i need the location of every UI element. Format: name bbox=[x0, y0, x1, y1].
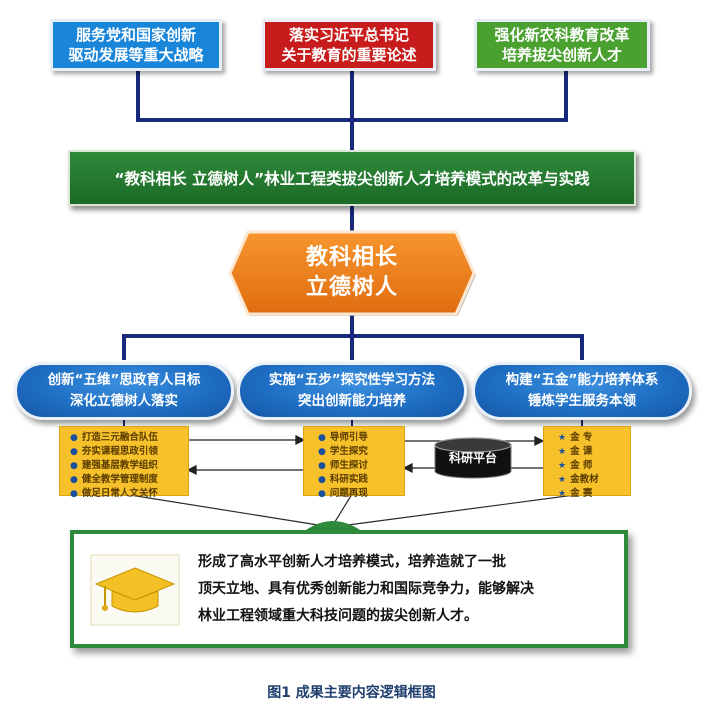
top-box-new-agriculture: 强化新农科教育改革培养拔尖创新人才 bbox=[474, 19, 650, 71]
pillar-five-dimension: 创新“五维”思政育人目标 深化立德树人落实 bbox=[14, 362, 234, 420]
star-icon: ★ bbox=[558, 447, 567, 457]
bullet-dot-icon: ● bbox=[70, 475, 78, 485]
top-box-xi-thought: 落实习近平总书记关于教育的重要论述 bbox=[262, 19, 436, 71]
pillar-five-gold-line2: 锤炼学生服务本领 bbox=[528, 393, 636, 409]
top-box-xi-thought-line2: 关于教育的重要论述 bbox=[281, 46, 417, 64]
list-item: ●夯实课程思政引领 bbox=[70, 446, 158, 457]
core-hexagon bbox=[228, 230, 476, 316]
core-line2: 立德树人 bbox=[305, 275, 398, 300]
pillar-five-step-line1: 实施“五步”探究性学习方法 bbox=[268, 372, 436, 388]
pillar-five-gold: 构建“五金”能力培养体系 锤炼学生服务本领 bbox=[472, 362, 692, 420]
pillar-five-step-line2: 突出创新能力培养 bbox=[298, 393, 406, 409]
bullet-dot-icon: ● bbox=[318, 433, 326, 443]
pillar-five-step: 实施“五步”探究性学习方法 突出创新能力培养 bbox=[237, 362, 467, 420]
top-box-xi-thought-line1: 落实习近平总书记 bbox=[288, 26, 409, 44]
list-item: ★金 课 bbox=[558, 446, 593, 457]
list-item: ●问题再现 bbox=[318, 488, 368, 499]
star-icon: ★ bbox=[558, 475, 567, 485]
star-icon: ★ bbox=[558, 461, 567, 471]
list-item: ●师生探讨 bbox=[318, 460, 368, 471]
detail-box-five-step: ●导师引导 ●学生探究 ●师生探讨 ●科研实践 ●问题再现 bbox=[303, 426, 405, 499]
pillar-five-dimension-line2: 深化立德树人落实 bbox=[70, 393, 178, 409]
top-box-strategy: 服务党和国家创新驱动发展等重大战略 bbox=[50, 19, 222, 71]
core-line1: 教科相长 bbox=[305, 245, 398, 270]
result-box: 形成了高水平创新人才培养模式，培养造就了一批 顶天立地、具有优秀创新能力和国际竞… bbox=[70, 530, 628, 648]
list-item: ●导师引导 bbox=[318, 432, 368, 443]
star-icon: ★ bbox=[558, 489, 567, 499]
list-item: ★金 赛 bbox=[558, 488, 593, 499]
graduation-cap-icon bbox=[90, 554, 180, 626]
bullet-dot-icon: ● bbox=[70, 433, 78, 443]
list-item: ★金 师 bbox=[558, 460, 593, 471]
top-box-strategy-line1: 服务党和国家创新 bbox=[75, 26, 196, 44]
star-icon: ★ bbox=[558, 433, 567, 443]
result-line1: 形成了高水平创新人才培养模式，培养造就了一批 bbox=[198, 554, 506, 570]
project-title-bar: “教科相长 立德树人”林业工程类拔尖创新人才培养模式的改革与实践 bbox=[68, 150, 636, 206]
bullet-dot-icon: ● bbox=[318, 489, 326, 499]
list-item: ●做足日常人文关怀 bbox=[70, 488, 158, 499]
bullet-dot-icon: ● bbox=[70, 447, 78, 457]
core-label: 教科相长 立德树人 bbox=[226, 228, 478, 318]
bullet-dot-icon: ● bbox=[318, 475, 326, 485]
bullet-dot-icon: ● bbox=[70, 461, 78, 471]
list-item: ★金教材 bbox=[558, 474, 599, 485]
top-box-strategy-line2: 驱动发展等重大战略 bbox=[68, 46, 204, 64]
bullet-dot-icon: ● bbox=[318, 447, 326, 457]
list-item: ●健全教学管理制度 bbox=[70, 474, 158, 485]
result-text: 形成了高水平创新人才培养模式，培养造就了一批 顶天立地、具有优秀创新能力和国际竞… bbox=[198, 549, 623, 630]
project-title: “教科相长 立德树人”林业工程类拔尖创新人才培养模式的改革与实践 bbox=[114, 170, 590, 188]
bullet-dot-icon: ● bbox=[318, 461, 326, 471]
top-box-new-agriculture-line1: 强化新农科教育改革 bbox=[494, 26, 630, 44]
database-cylinder-icon bbox=[434, 437, 512, 479]
pillar-five-dimension-line1: 创新“五维”思政育人目标 bbox=[47, 372, 201, 388]
research-platform-label: 科研平台 bbox=[448, 451, 497, 465]
result-line2: 顶天立地、具有优秀创新能力和国际竞争力，能够解决 bbox=[198, 581, 534, 597]
detail-box-five-dimension: ●打造三元融合队伍 ●夯实课程思政引领 ●建强基层教学组织 ●健全教学管理制度 … bbox=[59, 426, 189, 499]
figure-caption: 图1 成果主要内容逻辑框图 bbox=[267, 685, 436, 701]
detail-box-five-gold: ★金 专 ★金 课 ★金 师 ★金教材 ★金 赛 bbox=[543, 426, 631, 499]
list-item: ●建强基层教学组织 bbox=[70, 460, 158, 471]
pillar-five-gold-line1: 构建“五金”能力培养体系 bbox=[505, 372, 659, 388]
result-line3: 林业工程领域重大科技问题的拔尖创新人才。 bbox=[198, 608, 478, 624]
list-item: ●打造三元融合队伍 bbox=[70, 432, 158, 443]
top-box-new-agriculture-line2: 培养拔尖创新人才 bbox=[501, 46, 622, 64]
bullet-dot-icon: ● bbox=[70, 489, 78, 499]
list-item: ★金 专 bbox=[558, 432, 593, 443]
list-item: ●科研实践 bbox=[318, 474, 368, 485]
list-item: ●学生探究 bbox=[318, 446, 368, 457]
